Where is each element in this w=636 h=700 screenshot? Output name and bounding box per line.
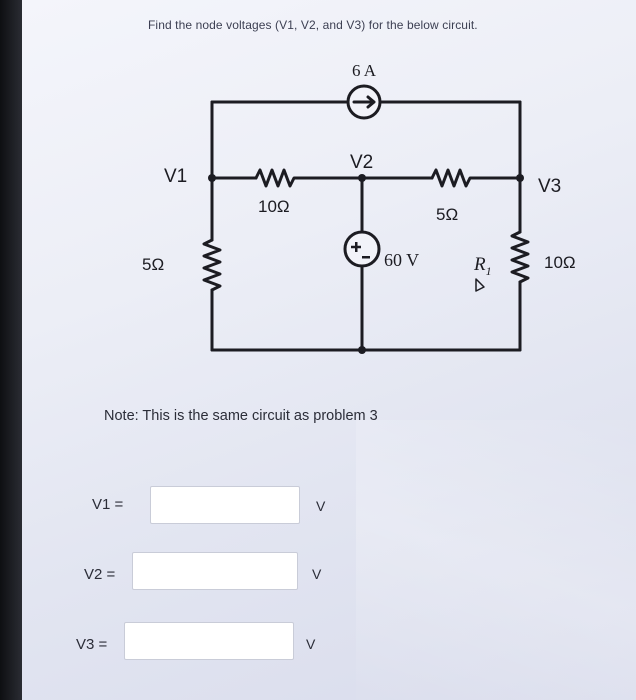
resistor-label-r-v3-gnd: 10Ω [544,253,576,272]
unit-v1: V [316,498,326,514]
answer-label-v3: V3 = [76,636,108,653]
node-dot-bottom [358,346,366,354]
v1-input[interactable] [150,486,300,524]
current-source-label: 6 A [352,61,377,80]
resistor-label-r-v1-v2: 10Ω [258,197,290,216]
question-text: Find the node voltages (V1, V2, and V3) … [148,18,478,32]
device-bezel [0,0,22,700]
v2-input[interactable] [132,552,298,590]
note-text: Note: This is the same circuit as proble… [104,408,378,424]
screen: Find the node voltages (V1, V2, and V3) … [22,0,636,700]
resistor-label-r-v1-gnd: 5Ω [142,255,164,274]
current-arrow [352,95,376,109]
resistor-label-r-v2-v3: 5Ω [436,205,458,224]
node-label-v1: V1 [164,166,187,187]
resistor-r-v1-v2 [254,168,300,188]
node-dot-v1 [208,174,216,182]
node-dot-v2 [358,174,366,182]
circuit-diagram: 6 A V1 V2 V3 10Ω 5Ω 5Ω 10Ω 60 V R1 [142,61,576,354]
resistor-r-v2-v3 [430,168,476,188]
voltage-source-symbol [343,230,381,268]
unit-v2: V [312,566,322,582]
node-dot-v3 [516,174,524,182]
r1-label: R1 [473,254,492,278]
answer-label-v1: V1 = [92,496,124,513]
voltage-source-label: 60 V [384,250,419,270]
unit-v3: V [306,636,316,652]
minus-sign [362,256,370,259]
r1-arrow-icon [475,278,485,292]
answer-label-v2: V2 = [84,566,116,583]
v3-input[interactable] [124,622,294,660]
node-label-v3: V3 [538,176,561,197]
resistor-r-v3-gnd [510,230,530,284]
resistor-r-v1-gnd [202,238,222,292]
node-label-v2: V2 [350,152,373,173]
